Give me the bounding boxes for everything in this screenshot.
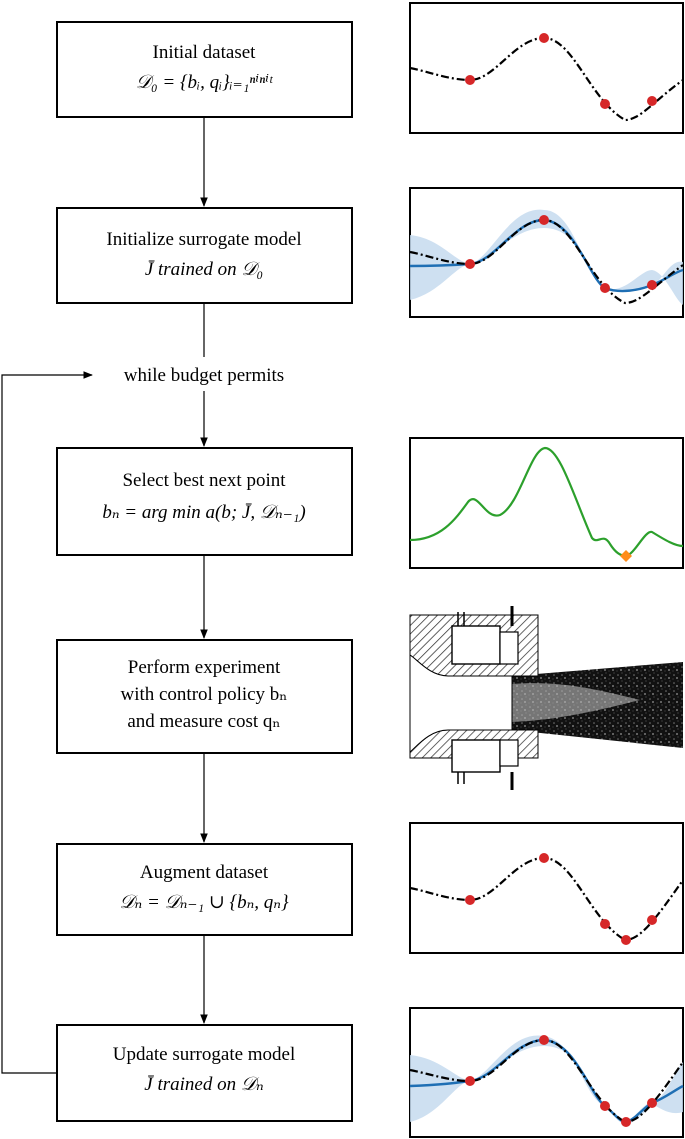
sample-point [600, 919, 610, 929]
panel-surrogate-initial [409, 187, 684, 318]
step-line2: with control policy bₙ [120, 684, 287, 705]
nozzle-channel [409, 654, 513, 754]
sample-point [621, 1117, 631, 1127]
step-perform-experiment: Perform experiment with control policy b… [56, 639, 353, 754]
true-function-curve [409, 1038, 684, 1124]
uncertainty-band [410, 1035, 683, 1124]
step-title: Select best next point [122, 470, 286, 491]
sample-point [539, 853, 549, 863]
panel-surrogate-updated [409, 1007, 684, 1138]
step-formula: J̄ trained on 𝒟ₙ [144, 1074, 263, 1095]
panel-initial-samples [409, 2, 684, 134]
step-initialize-surrogate: Initialize surrogate model J̄ trained on… [56, 207, 353, 304]
next-point-marker [620, 550, 632, 562]
sample-point [465, 259, 475, 269]
step-initial-dataset: Initial dataset 𝒟₀ = {bᵢ, qᵢ}ᵢ₌₁ⁿⁱⁿⁱᵗ [56, 21, 353, 118]
sample-point [621, 935, 631, 945]
step-select-next-point: Select best next point bₙ = arg min a(b;… [56, 447, 353, 556]
sample-point [600, 99, 610, 109]
acquisition-curve [409, 446, 684, 558]
step-formula: 𝒟ₙ = 𝒟ₙ₋₁ ∪ {bₙ, qₙ} [119, 892, 289, 913]
step-line3: and measure cost qₙ [127, 711, 280, 732]
flow-arrows [1, 117, 208, 1074]
loop-label: while budget permits [124, 365, 284, 386]
actuator-lower [451, 739, 501, 773]
step-formula: J̄ trained on 𝒟₀ [145, 259, 263, 280]
sample-point [539, 1035, 549, 1045]
step-title: Augment dataset [140, 862, 269, 883]
step-formula: 𝒟₀ = {bᵢ, qᵢ}ᵢ₌₁ⁿⁱⁿⁱᵗ [136, 72, 274, 93]
sample-point [600, 283, 610, 293]
sample-point [539, 215, 549, 225]
step-title: Initialize surrogate model [106, 229, 301, 250]
sample-point [465, 895, 475, 905]
actuator-upper [451, 625, 501, 665]
panel-acquisition [409, 437, 684, 569]
sample-point [465, 75, 475, 85]
step-title: Initial dataset [153, 42, 257, 63]
loop-back-arrow [1, 371, 93, 1074]
jet-core [512, 683, 640, 722]
sample-point [600, 1101, 610, 1111]
step-title: Perform experiment [128, 657, 281, 678]
panel-augmented-samples [409, 822, 684, 954]
jet-experiment-icon [409, 606, 683, 790]
sample-point [647, 915, 657, 925]
step-formula: bₙ = arg min a(b; J̄, 𝒟ₙ₋₁) [102, 502, 305, 523]
sample-point [539, 33, 549, 43]
sample-point [647, 96, 657, 106]
sample-point [647, 1098, 657, 1108]
step-augment-dataset: Augment dataset 𝒟ₙ = 𝒟ₙ₋₁ ∪ {bₙ, qₙ} [56, 843, 353, 936]
step-title: Update surrogate model [113, 1044, 296, 1065]
sample-point [647, 280, 657, 290]
step-update-surrogate: Update surrogate model J̄ trained on 𝒟ₙ [56, 1024, 353, 1122]
sample-point [465, 1076, 475, 1086]
